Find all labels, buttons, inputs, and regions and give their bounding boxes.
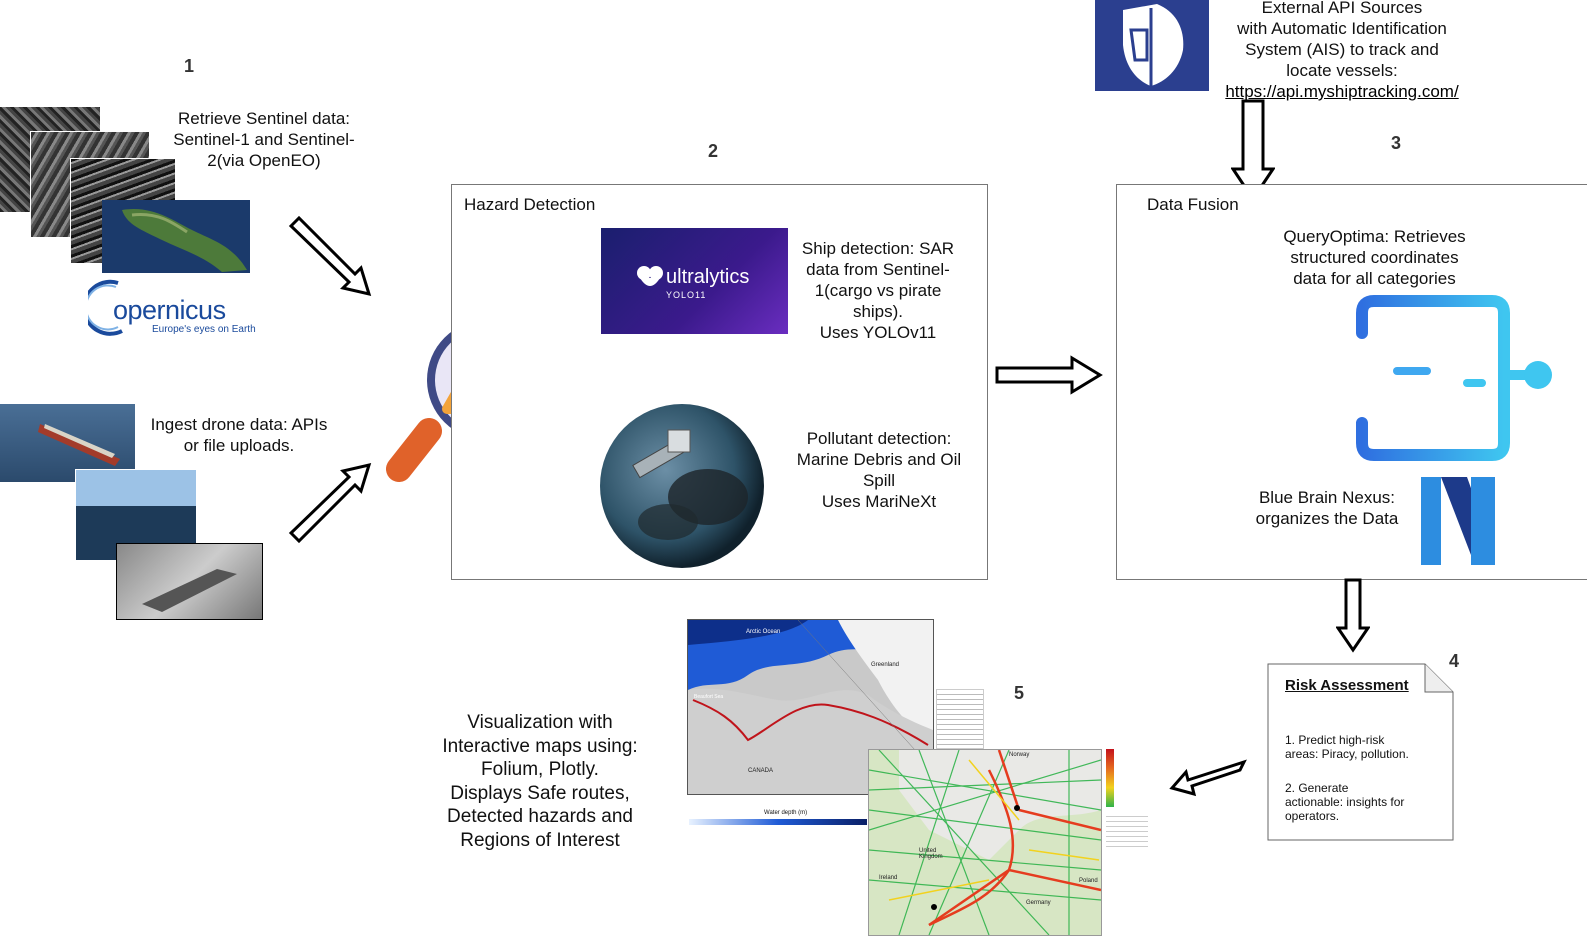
data-fusion-box: Data Fusion QueryOptima: Retrieves struc… — [1116, 184, 1587, 580]
arctic-map-legend — [936, 689, 984, 749]
arrow-up-right — [288, 462, 372, 544]
step-number-4: 4 — [1449, 651, 1460, 671]
pollutant-detection-text: Pollutant detection: Marine Debris and O… — [796, 429, 962, 511]
drone-image-3 — [116, 543, 263, 620]
ship-shield-icon — [1123, 4, 1184, 86]
shipping-density-colorbar — [1106, 749, 1114, 807]
arctic-map-illustration — [688, 620, 933, 794]
hazard-detection-box: Hazard Detection ultralytics YOLO11 Ship… — [451, 184, 988, 580]
cargo-ship-illustration — [38, 424, 120, 466]
ship-detection-text: Ship detection: SAR data from Sentinel- … — [801, 239, 955, 342]
step-number-5: 5 — [1014, 683, 1025, 703]
norway-label: Norway — [1009, 752, 1030, 758]
united-kingdom-label: United Kingdom — [919, 848, 943, 860]
sentinel-2-satellite-image — [102, 200, 250, 273]
risk-assessment-title: Risk Assessment — [1285, 677, 1409, 694]
copernicus-swoosh — [88, 279, 123, 336]
canada-label: CANADA — [748, 768, 774, 774]
coastline-illustration — [122, 209, 247, 272]
poland-label: Poland — [1079, 878, 1098, 884]
external-api-description: External API Sources with Automatic Iden… — [1237, 0, 1447, 80]
queryoptima-logo-icon — [1193, 295, 1552, 461]
satellite-ocean-image — [600, 404, 764, 568]
drone-description: Ingest drone data: APIs or file uploads. — [150, 415, 328, 455]
arctic-ocean-label: Arctic Ocean — [746, 629, 781, 635]
step-number-2: 2 — [708, 141, 719, 161]
ireland-label: Ireland — [879, 875, 898, 881]
nexus-logo-icon — [1421, 477, 1495, 565]
water-depth-label: Water depth (m) — [764, 810, 808, 816]
external-api-text: External API Sources with Automatic Iden… — [1212, 0, 1472, 102]
ultralytics-mark-icon — [637, 266, 663, 286]
hazard-detection-title: Hazard Detection — [464, 195, 596, 214]
visualization-description: Visualization with Interactive maps usin… — [442, 712, 638, 851]
arrow-down-to-risk — [1336, 578, 1370, 653]
arrow-down-right — [288, 215, 372, 297]
blue-brain-nexus-text: Blue Brain Nexus: organizes the Data — [1255, 488, 1399, 528]
yolo-wordmark: YOLO11 — [666, 290, 707, 300]
risk-assessment-document — [1267, 663, 1454, 841]
step-number-1: 1 — [184, 56, 195, 76]
sentinel-description: Retrieve Sentinel data: Sentinel-1 and S… — [173, 109, 355, 170]
shipping-legend-text — [1106, 812, 1148, 850]
arrow-left-down — [1169, 759, 1247, 797]
copernicus-tagline: Europe's eyes on Earth — [152, 324, 256, 335]
shipping-map-illustration — [869, 750, 1101, 935]
germany-label: Germany — [1026, 900, 1051, 906]
ship-tracking-logo — [1095, 0, 1209, 91]
water-depth-colorbar — [689, 819, 867, 825]
ultralytics-wordmark: ultralytics — [666, 266, 750, 288]
queryoptima-text: QueryOptima: Retrieves structured coordi… — [1283, 227, 1466, 288]
copernicus-logo: opernicus Europe's eyes on Earth — [88, 277, 258, 337]
greenland-label: Greenland — [871, 662, 900, 668]
ultralytics-logo: ultralytics YOLO11 — [601, 228, 788, 334]
step-number-3: 3 — [1391, 133, 1402, 153]
ship-tracking-api-link[interactable]: https://api.myshiptracking.com/ — [1225, 82, 1459, 101]
thermal-ship-illustration — [142, 569, 237, 612]
risk-item-1: 1. Predict high-risk areas: Piracy, poll… — [1285, 733, 1409, 761]
risk-item-2: 2. Generate actionable: insights for ope… — [1285, 781, 1405, 823]
copernicus-wordmark: opernicus — [113, 295, 226, 325]
data-fusion-title: Data Fusion — [1147, 195, 1239, 214]
beaufort-sea-label: Beaufort Sea — [694, 694, 724, 700]
arrow-right — [995, 355, 1103, 395]
shipping-density-map: Norway United Kingdom Ireland Germany Po… — [868, 749, 1102, 936]
